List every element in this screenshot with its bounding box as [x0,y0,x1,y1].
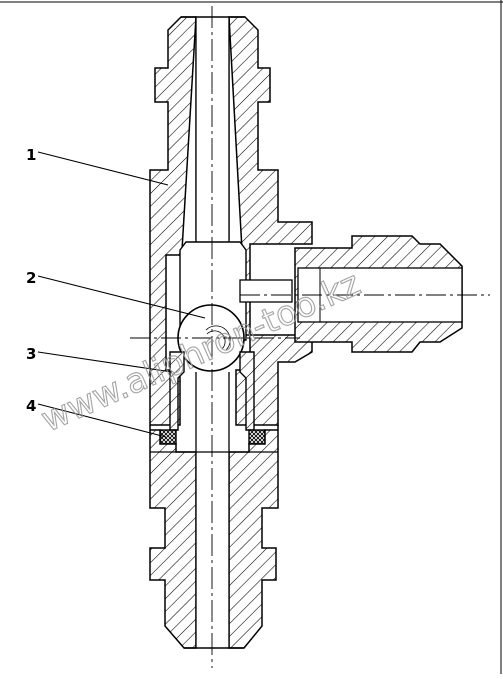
seat-sleeve-right [239,351,255,431]
leader-line-1 [37,151,169,186]
leader-line-4 [37,403,167,438]
callout-4: 4 [26,397,36,415]
callout-2: 2 [26,269,36,287]
o-ring-right [248,429,266,445]
o-ring-left [159,429,177,445]
lower-right-wall [228,425,279,649]
callout-1: 1 [26,146,36,164]
leader-line-3 [37,351,173,373]
callout-3: 3 [26,345,36,363]
leader-line-2 [37,275,206,319]
lower-left-wall [149,425,197,649]
